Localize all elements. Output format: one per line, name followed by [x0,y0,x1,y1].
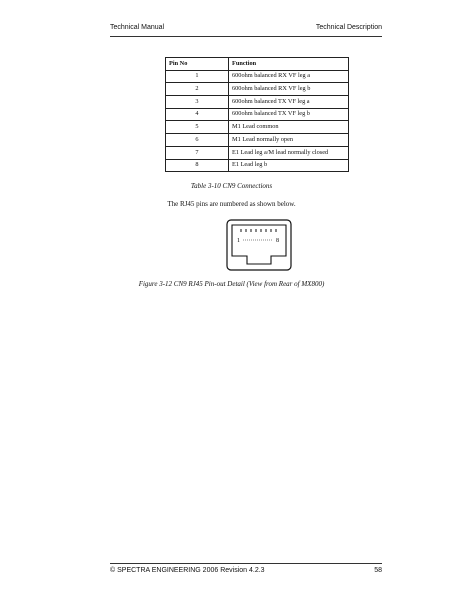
table-row: 4 600ohm balanced TX VF leg b [165,107,349,122]
pin-number: 4 [165,107,229,122]
footer-copyright: © SPECTRA ENGINEERING 2006 Revision 4.2.… [110,567,265,574]
pin-label-first: 1 [237,238,240,244]
page-header: Technical Manual Technical Description [110,23,382,37]
pin-function: 600ohm balanced TX VF leg b [228,107,349,122]
pin-number: 8 [165,158,229,173]
column-header-pin: Pin No [165,57,229,71]
rj45-socket-outline [231,224,287,265]
table-row: 6 M1 Lead normally open [165,133,349,147]
table-caption: Table 3-10 CN9 Connections [190,182,273,190]
pin-number: 5 [165,120,229,135]
pin-function: E1 Lead leg b [228,158,349,173]
table-row: 2 600ohm balanced RX VF leg b [165,82,349,97]
pin-function: 600ohm balanced TX VF leg a [228,95,349,109]
page-number: 58 [374,567,382,574]
pin-number: 7 [165,145,229,160]
column-header-function: Function [228,57,349,71]
pin-function: M1 Lead common [228,120,349,135]
pin-function: 600ohm balanced RX VF leg a [228,69,349,84]
table-row: 8 E1 Lead leg b [165,158,349,173]
table-row: 3 600ohm balanced TX VF leg a [165,95,349,109]
figure-caption: Figure 3-12 CN9 RJ45 Pin-out Detail (Vie… [138,280,325,288]
rj45-outer-frame [226,219,292,271]
table-row: 1 600ohm balanced RX VF leg a [165,69,349,84]
header-title-right: Technical Description [315,24,382,31]
pin-function: E1 Lead leg a/M lead normally closed [228,145,349,160]
pin-number: 6 [165,133,229,147]
header-title-left: Technical Manual [110,24,165,31]
pin-number: 3 [165,95,229,109]
table-row: 5 M1 Lead common [165,120,349,135]
pin-label-last: 8 [276,238,279,244]
rj45-contact-pins [240,229,277,232]
table-row: 7 E1 Lead leg a/M lead normally closed [165,145,349,160]
intro-text: The RJ45 pins are numbered as shown belo… [167,200,296,208]
rj45-socket-diagram: 1 8 [226,219,292,271]
page-footer: © SPECTRA ENGINEERING 2006 Revision 4.2.… [110,563,382,576]
table-header-row: Pin No Function [165,57,349,71]
cn9-connections-table: Pin No Function 1 600ohm balanced RX VF … [165,57,349,173]
pin-number: 2 [165,82,229,97]
pin-function: 600ohm balanced RX VF leg b [228,82,349,97]
pin-number: 1 [165,69,229,84]
pin-function: M1 Lead normally open [228,133,349,147]
